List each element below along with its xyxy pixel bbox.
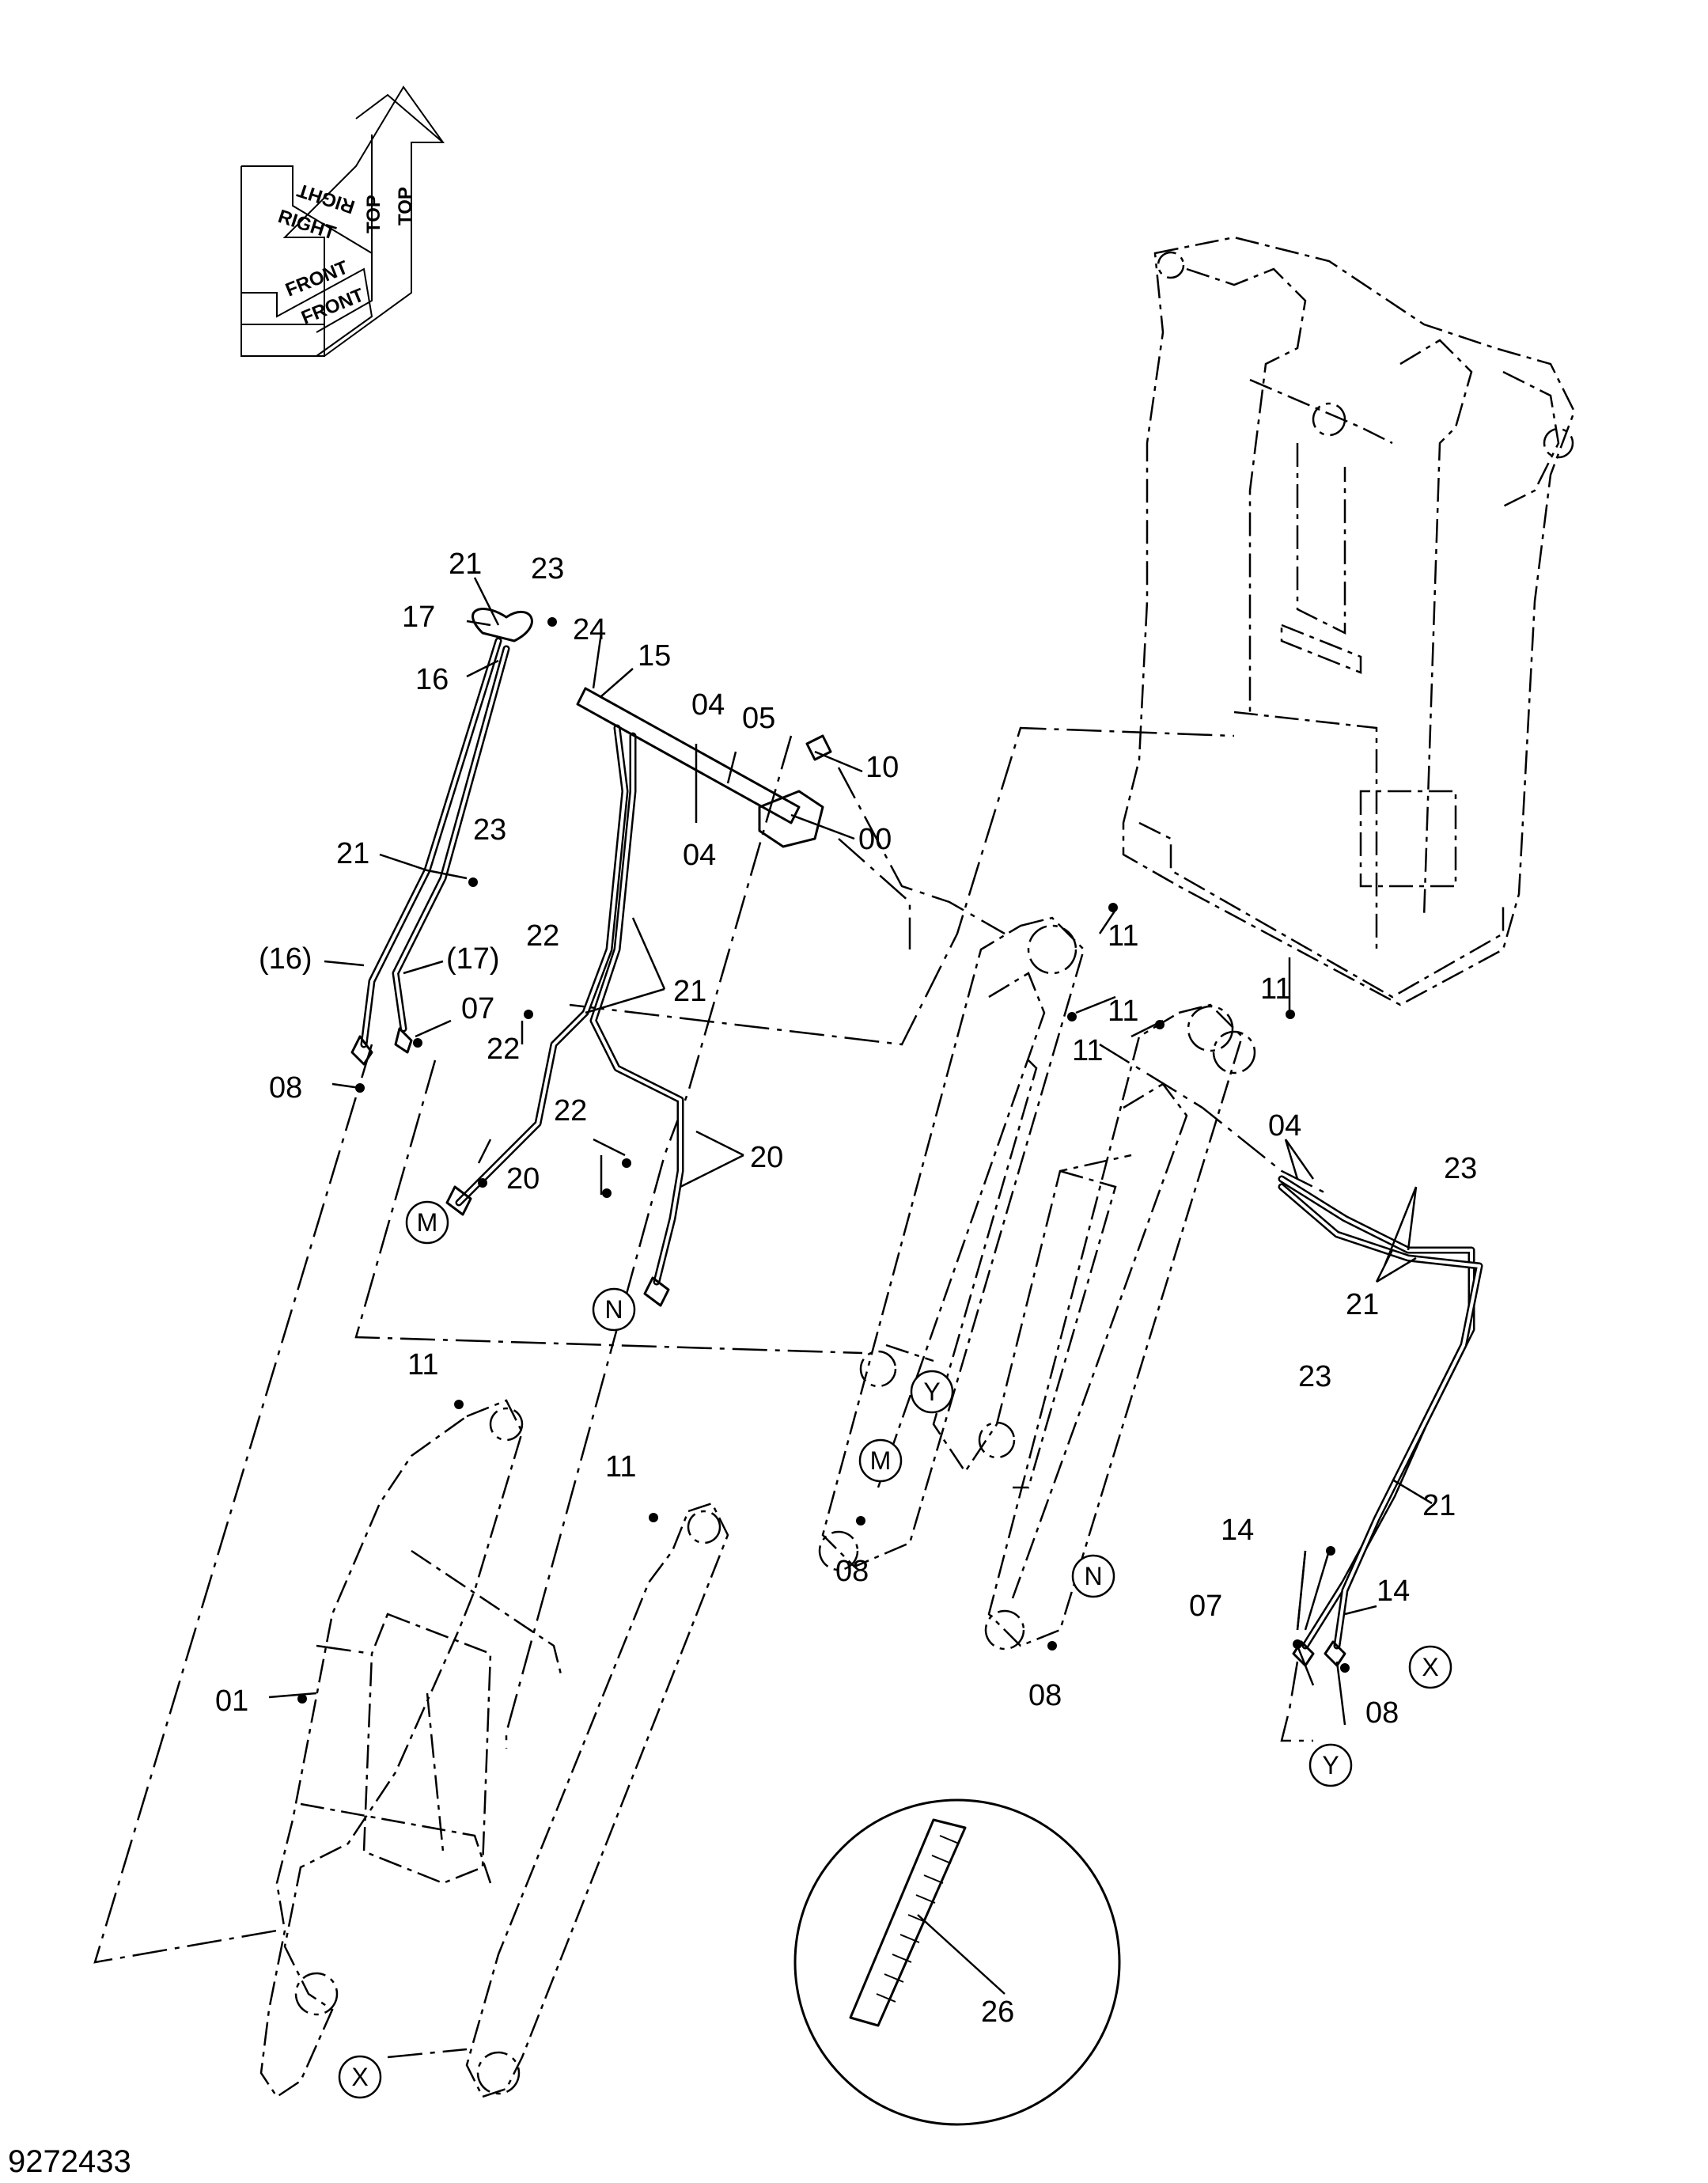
callout-23-d: 23	[1298, 1360, 1331, 1393]
callout-21-c: 21	[673, 975, 706, 1008]
callout-21-e: 21	[1422, 1489, 1456, 1522]
callout-21: 21	[449, 548, 482, 581]
callout-11-f: 11	[605, 1450, 636, 1484]
callout-23-c: 23	[1444, 1152, 1477, 1185]
callout-leaders	[268, 577, 1433, 1726]
callout-20: 20	[506, 1162, 540, 1196]
callout-01: 01	[215, 1685, 248, 1718]
hoses-left	[350, 608, 832, 1307]
right-label-1: RIGHT	[275, 206, 339, 244]
callout-22-c: 22	[554, 1094, 587, 1128]
svg-text:Y: Y	[923, 1378, 940, 1406]
callout-17: 17	[402, 601, 435, 634]
callout-22: 22	[526, 919, 559, 953]
marker-n-left: N	[592, 1287, 636, 1332]
callout-14: 14	[1221, 1514, 1254, 1547]
callout-04: 04	[691, 688, 725, 722]
callout-04-c: 04	[1268, 1109, 1301, 1143]
hoses-right	[1278, 1175, 1483, 1667]
callout-17-ref: (17)	[446, 942, 500, 976]
drawing-number: 9272433	[8, 2144, 131, 2179]
boom-ghost	[818, 916, 1256, 1651]
svg-text:X: X	[1422, 1653, 1438, 1681]
routing-lines	[93, 726, 1330, 2059]
svg-text:X: X	[351, 2063, 368, 2091]
callout-08: 08	[269, 1071, 302, 1105]
detail-view-26	[793, 1798, 1121, 2126]
marker-x-left: X	[338, 2055, 382, 2099]
marker-y-right: Y	[1308, 1743, 1353, 1787]
callout-11: 11	[1108, 919, 1138, 953]
callout-08-c: 08	[835, 1555, 869, 1588]
lower-arm-ghost	[259, 1399, 729, 2098]
callout-11-e: 11	[407, 1348, 438, 1381]
callout-15: 15	[638, 639, 671, 673]
callout-07: 07	[461, 992, 494, 1025]
callout-22-b: 22	[487, 1033, 520, 1066]
callout-05: 05	[742, 702, 775, 735]
callout-21-b: 21	[336, 837, 369, 870]
callout-21-d: 21	[1346, 1288, 1379, 1321]
callout-24: 24	[573, 613, 606, 646]
marker-y-mid: Y	[910, 1370, 954, 1414]
svg-text:N: N	[1084, 1562, 1102, 1590]
callout-16: 16	[415, 663, 449, 696]
svg-text:M: M	[870, 1446, 892, 1475]
top-label-2: TOP	[395, 187, 416, 226]
callout-04-b: 04	[683, 839, 716, 872]
main-frame-ghost	[1122, 236, 1576, 1006]
callout-08-d: 08	[1028, 1679, 1062, 1712]
callout-00: 00	[858, 823, 892, 856]
callout-11-b: 11	[1108, 995, 1138, 1028]
callout-11-d: 11	[1260, 972, 1291, 1006]
connection-markers: M N M Y N X Y X	[338, 1200, 1452, 2099]
callout-10: 10	[865, 751, 899, 784]
top-label-1: TOP	[363, 195, 384, 233]
callout-07-b: 07	[1189, 1590, 1222, 1623]
marker-x-right: X	[1408, 1645, 1452, 1689]
callout-11-c: 11	[1072, 1034, 1103, 1067]
marker-m-left: M	[405, 1200, 449, 1245]
callout-14-b: 14	[1377, 1575, 1410, 1608]
callout-16-ref: (16)	[259, 942, 312, 976]
callout-20-b: 20	[750, 1141, 783, 1174]
part-callouts: 21 23 17 16 24 15 04 05 10 00 04 21 23 (…	[215, 548, 1477, 2029]
callout-08-b: 08	[1365, 1696, 1399, 1730]
svg-text:N: N	[604, 1295, 623, 1324]
svg-text:Y: Y	[1322, 1751, 1339, 1779]
orientation-indicator: TOP TOP RIGHT RIGHT FRONT FRONT	[240, 85, 445, 357]
marker-n-right: N	[1071, 1554, 1115, 1598]
marker-m-right: M	[858, 1438, 903, 1483]
callout-26: 26	[981, 1995, 1014, 2029]
callout-23: 23	[531, 552, 564, 586]
callout-23-b: 23	[473, 813, 506, 847]
svg-text:M: M	[417, 1208, 438, 1237]
fastener-markers	[297, 617, 1350, 1704]
